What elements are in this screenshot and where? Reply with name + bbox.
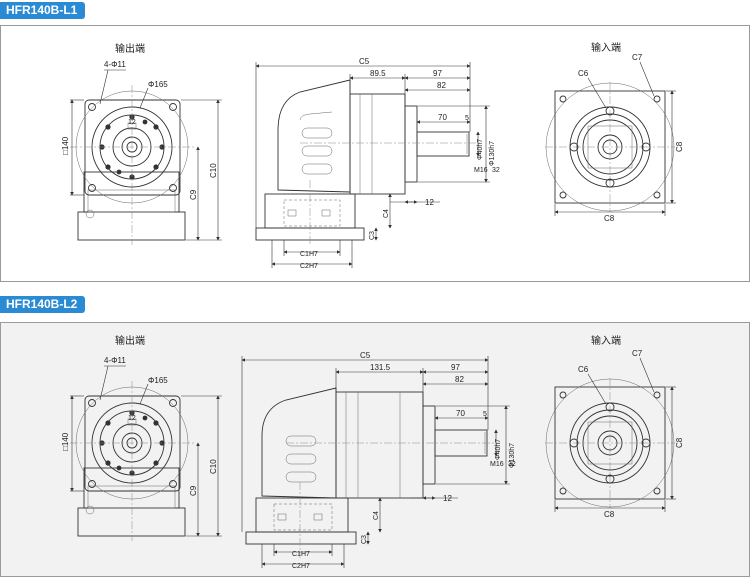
output-end-label: 输出端 (115, 42, 145, 55)
dim-pilot: Φ130h7 (509, 443, 516, 468)
output-end-label: 输出端 (115, 334, 145, 347)
dim-holes: 4-Φ11 (104, 356, 126, 365)
dim-c8-vertical: C8 (675, 141, 684, 152)
dim-70: 70 (456, 409, 465, 418)
dim-key: 12 (128, 119, 136, 126)
dim-32: 32 (508, 461, 516, 468)
output-end-view (70, 366, 222, 541)
dim-c8-vertical: C8 (675, 437, 684, 448)
dim-12: 12 (425, 198, 434, 207)
dim-c3: C3 (361, 535, 368, 544)
output-end-view (70, 70, 222, 245)
dim-c2: C2H7 (300, 263, 318, 270)
dim-c5: C5 (360, 351, 371, 360)
input-end-label: 输入端 (591, 334, 621, 347)
dim-length-1: 89.5 (370, 69, 386, 78)
dim-c4: C4 (383, 209, 390, 218)
dim-length-1: 131.5 (370, 363, 391, 372)
dim-c9: C9 (189, 189, 198, 200)
dim-square: □140 (61, 432, 70, 451)
dim-c8-horizontal: C8 (604, 510, 615, 519)
dim-pilot: Φ130h7 (489, 141, 496, 166)
dim-c2: C2H7 (292, 563, 310, 570)
dim-holes: 4-Φ11 (104, 60, 126, 69)
dim-pcd: Φ165 (148, 376, 168, 385)
dim-70: 70 (438, 113, 447, 122)
dim-5: 5 (483, 411, 487, 418)
dim-97: 97 (433, 69, 442, 78)
section-tag: HFR140B-L2 (0, 296, 86, 313)
dim-c4: C4 (373, 511, 380, 520)
input-end-view (545, 62, 676, 216)
dim-c6: C6 (578, 365, 589, 374)
dim-c5: C5 (359, 57, 370, 66)
side-view (241, 356, 510, 568)
dim-97: 97 (451, 363, 460, 372)
dim-c6: C6 (578, 69, 589, 78)
dim-key: 12 (128, 415, 136, 422)
dim-82: 82 (437, 81, 446, 90)
dim-c7: C7 (632, 53, 643, 62)
side-view (255, 62, 490, 268)
dim-32: 32 (492, 167, 500, 174)
dim-pcd: Φ165 (148, 80, 168, 89)
dim-c10: C10 (209, 163, 218, 178)
dim-c1: C1H7 (292, 551, 310, 558)
dim-c3: C3 (369, 231, 376, 240)
dim-square: □140 (61, 136, 70, 155)
dim-thread: M16 (474, 167, 488, 174)
input-end-view (545, 358, 676, 512)
dim-5: 5 (465, 115, 469, 122)
section-1-drawing: 输出端 输入端 4-Φ11 Φ165 □140 C10 C9 (61, 41, 684, 270)
section-2-drawing: 输出端 输入端 4-Φ11 Φ165 □140 C10 C9 (61, 334, 684, 570)
dim-c10: C10 (209, 459, 218, 474)
input-end-label: 输入端 (591, 41, 621, 54)
dim-12: 12 (443, 494, 452, 503)
dim-c7: C7 (632, 349, 643, 358)
section-tag: HFR140B-L1 (0, 2, 86, 19)
dim-c9: C9 (189, 485, 198, 496)
dim-thread: M16 (490, 461, 504, 468)
dim-shaft: Φ40h7 (495, 439, 502, 460)
dim-c8-horizontal: C8 (604, 214, 615, 223)
dim-c1: C1H7 (300, 251, 318, 258)
dim-shaft: Φ40h7 (477, 139, 484, 160)
dim-82: 82 (455, 375, 464, 384)
